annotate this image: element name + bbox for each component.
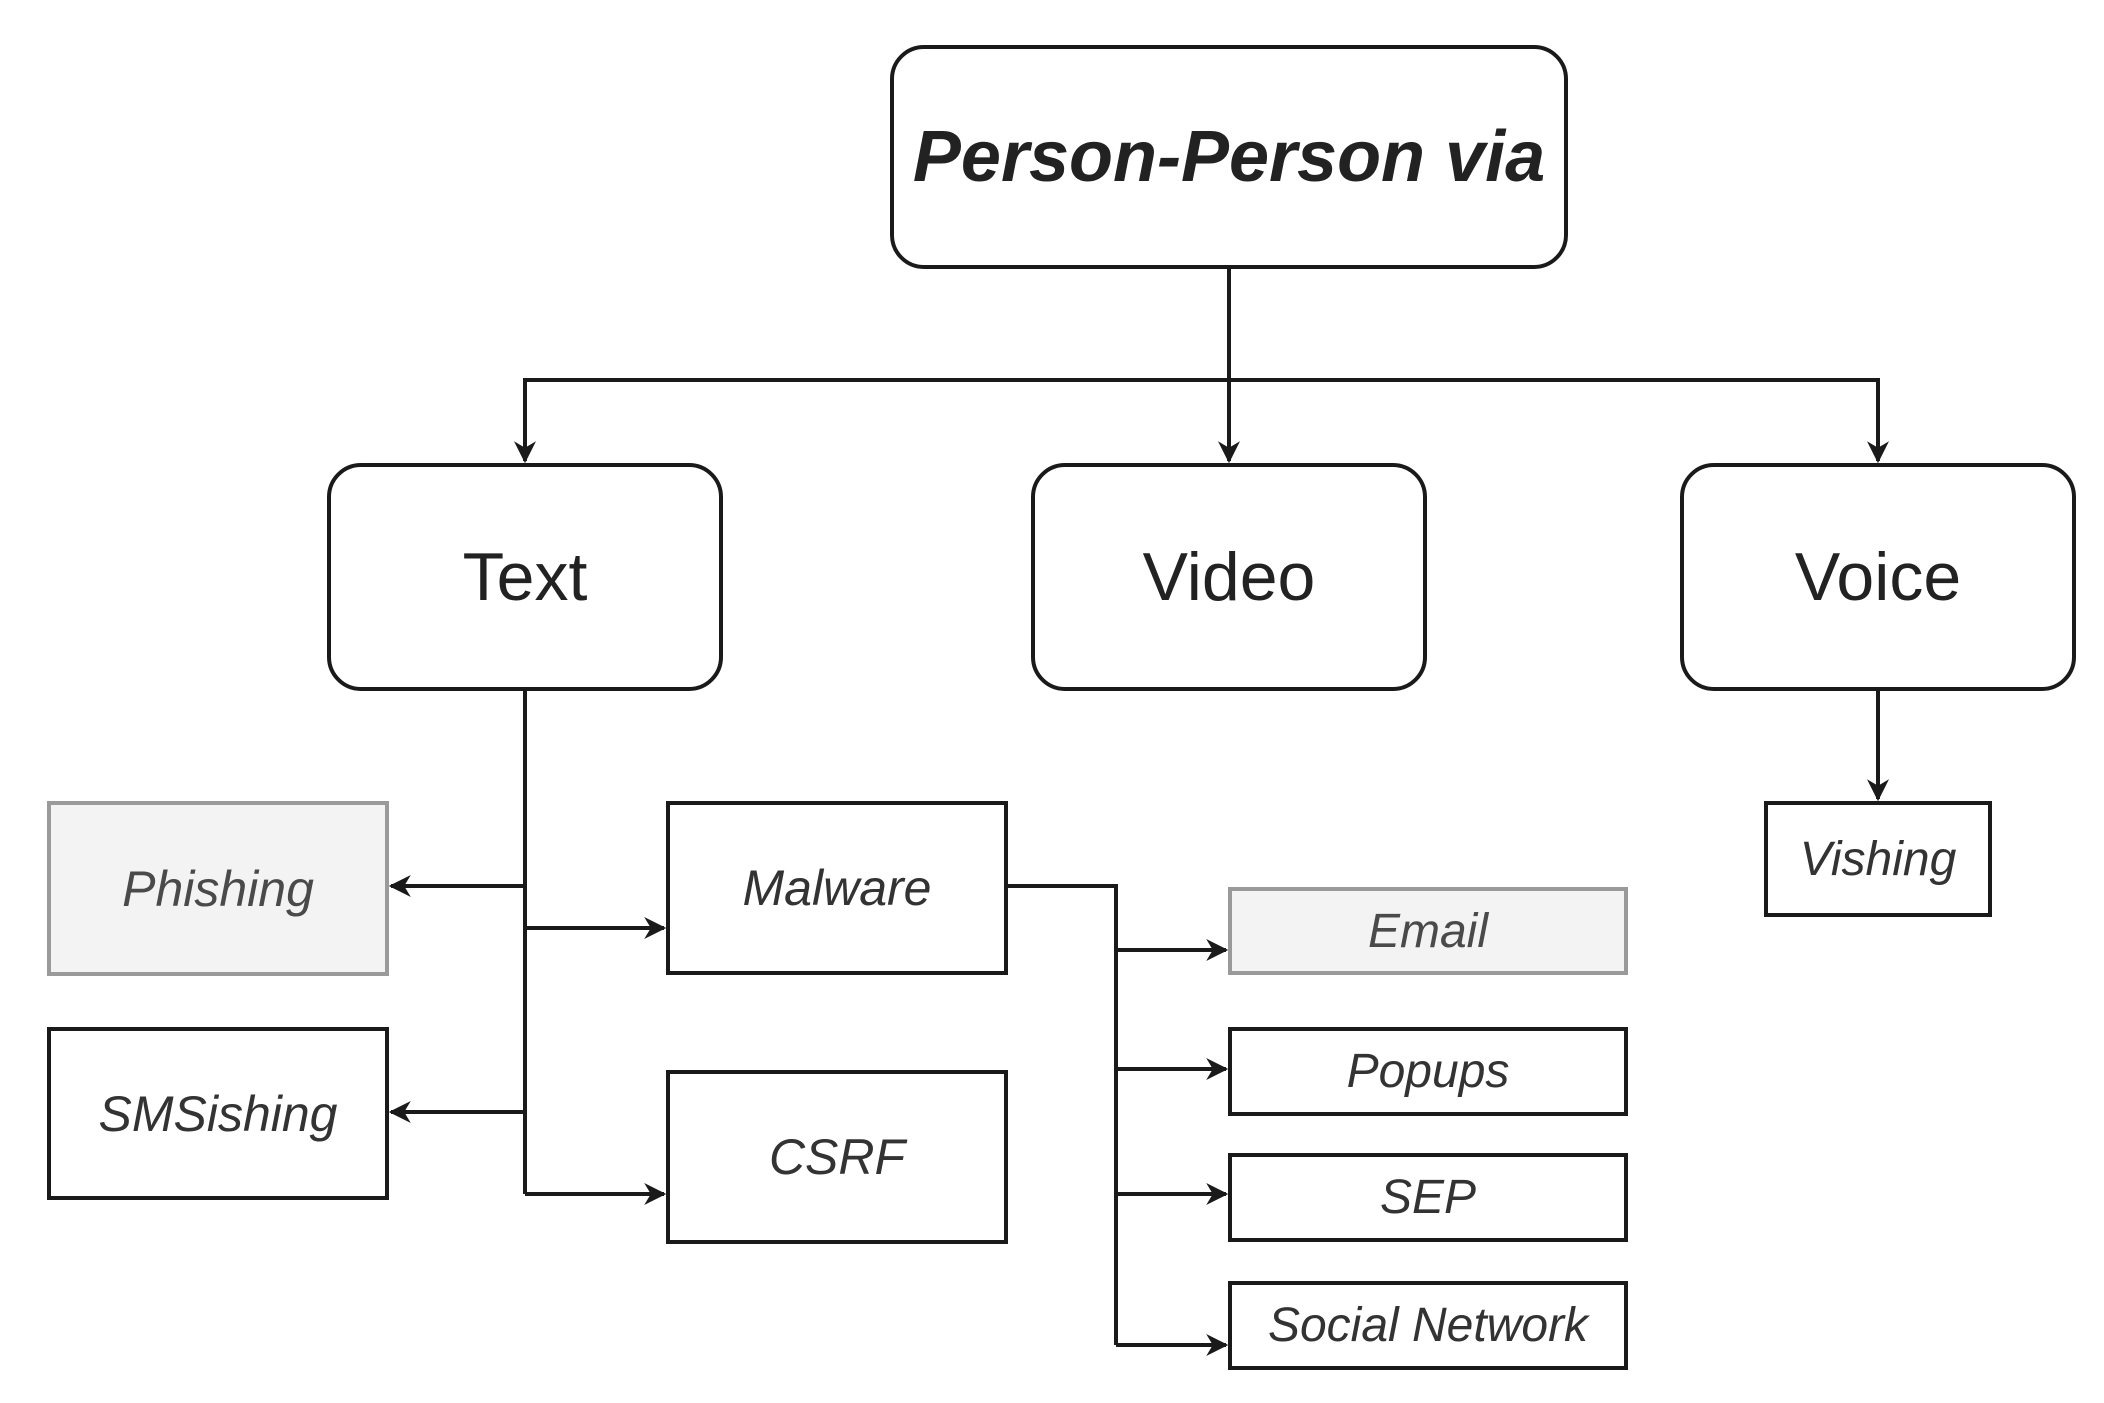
edge-root-to-voice — [1229, 378, 1889, 464]
email-node: Email — [1228, 887, 1628, 975]
edge-root-to-text — [514, 378, 1229, 464]
csrf-node: CSRF — [666, 1070, 1008, 1244]
category-video-node: Video — [1031, 463, 1427, 691]
root-node: Person-Person via — [890, 45, 1568, 269]
smsishing-node: SMSishing — [47, 1027, 389, 1200]
category-text-node: Text — [327, 463, 723, 691]
phishing-node: Phishing — [47, 801, 389, 976]
edge-malware-trunk — [1008, 884, 1118, 1345]
category-voice-node: Voice — [1680, 463, 2076, 691]
popups-node: Popups — [1228, 1027, 1628, 1116]
social-network-node: Social Network — [1228, 1281, 1628, 1370]
malware-node: Malware — [666, 801, 1008, 975]
sep-node: SEP — [1228, 1153, 1628, 1242]
vishing-node: Vishing — [1764, 801, 1992, 917]
